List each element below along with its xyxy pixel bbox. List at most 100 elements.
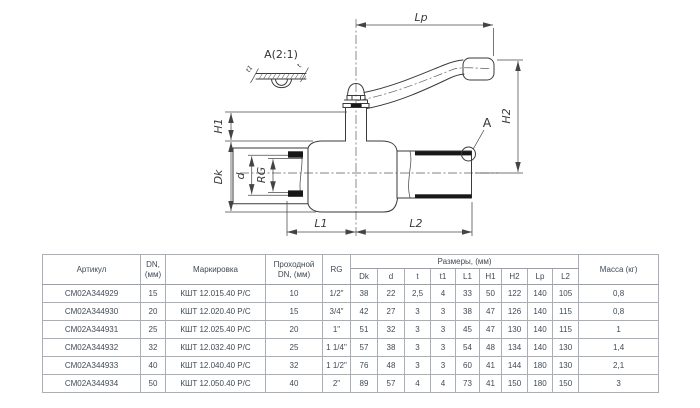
table-cell: 126 — [501, 302, 528, 321]
table-cell: 3 — [404, 302, 431, 321]
col-header-size-t1: t1 — [430, 268, 456, 285]
table-cell: 3 — [404, 338, 431, 357]
table-cell: 144 — [501, 356, 528, 375]
table-cell: 1/2" — [322, 284, 351, 303]
table-cell: CM02A344933 — [42, 356, 141, 375]
table-cell: 38 — [350, 284, 378, 303]
table-cell: 54 — [455, 338, 480, 357]
label-l2: L2 — [409, 217, 422, 230]
table-cell: 51 — [350, 320, 378, 339]
col-header-size-d: d — [377, 268, 405, 285]
spec-table-wrap: Артикул DN, (мм) Маркировка Проходной DN… — [42, 254, 660, 393]
table-cell: 25 — [265, 338, 323, 357]
table-cell: 38 — [455, 302, 480, 321]
detail-a-section: A(2:1) t1 t — [244, 48, 309, 89]
table-cell: 3/4" — [322, 302, 351, 321]
table-cell: 2,1 — [578, 356, 660, 375]
table-cell: 42 — [350, 302, 378, 321]
table-cell: КШТ 12.032.40 Р/С — [165, 338, 266, 357]
table-cell: 3 — [404, 320, 431, 339]
table-cell: 1,4 — [578, 338, 660, 357]
col-header-razmery: Размеры, (мм) — [349, 254, 580, 269]
table-cell: CM02A344934 — [42, 374, 141, 393]
table-cell: 130 — [551, 338, 580, 357]
table-cell: 115 — [551, 320, 580, 339]
table-cell: 1 1/4" — [322, 338, 351, 357]
handle-grip — [462, 57, 495, 81]
table-cell: CM02A344932 — [42, 338, 141, 357]
table-cell: 4 — [404, 374, 431, 393]
table-cell: 140 — [527, 284, 553, 303]
label-l1: L1 — [314, 217, 327, 230]
table-cell: 41 — [479, 356, 502, 375]
table-cell: КШТ 12.050.40 Р/С — [165, 374, 266, 393]
table-cell: 22 — [377, 284, 405, 303]
table-cell: 57 — [350, 338, 378, 357]
table-cell: КШТ 12.040.40 Р/С — [165, 356, 266, 375]
table-cell: 3 — [430, 338, 456, 357]
table-cell: 3 — [578, 374, 660, 393]
table-cell: 41 — [479, 374, 502, 393]
label-h2: H2 — [500, 108, 513, 123]
table-cell: КШТ 12.020.40 Р/С — [165, 302, 266, 321]
table-cell: 50 — [479, 284, 502, 303]
table-cell: CM02A344931 — [42, 320, 141, 339]
table-cell: 57 — [377, 374, 405, 393]
table-cell: 3 — [430, 356, 456, 375]
table-cell: 32 — [265, 356, 323, 375]
table-cell: 1 — [578, 320, 660, 339]
detail-callout-circle — [461, 146, 476, 162]
label-lp: Lp — [414, 11, 427, 24]
valve-drawing: Lp H2 H1 Dk d RG L1 L2 A A(2:1) t1 t — [212, 11, 523, 238]
table-cell: 122 — [501, 284, 528, 303]
table-cell: 32 — [140, 338, 166, 357]
col-header-markirovka: Маркировка — [165, 254, 266, 285]
table-cell: 50 — [140, 374, 166, 393]
table-cell: 33 — [455, 284, 480, 303]
table-cell: 60 — [455, 356, 480, 375]
table-cell: 40 — [265, 374, 323, 393]
table-cell: 20 — [140, 302, 166, 321]
table-cell: 47 — [479, 320, 502, 339]
table-cell: 1 1/2" — [322, 356, 351, 375]
label-d: d — [234, 171, 247, 179]
col-header-size-l1: L1 — [455, 268, 480, 285]
table-cell: КШТ 12.025.40 Р/С — [165, 320, 266, 339]
table-cell: 130 — [551, 356, 580, 375]
table-cell: 10 — [265, 284, 323, 303]
col-header-massa-text: Масса (кг) — [599, 264, 638, 274]
col-header-size-h1: H1 — [479, 268, 502, 285]
dimensions: Lp H2 H1 Dk d RG L1 L2 A — [212, 11, 523, 236]
label-rg: RG — [255, 167, 268, 183]
col-header-size-l2: L2 — [551, 268, 580, 285]
table-cell: 73 — [455, 374, 480, 393]
table-cell: КШТ 12.015.40 Р/С — [165, 284, 266, 303]
label-t: t — [295, 62, 303, 69]
table-cell: 1" — [322, 320, 351, 339]
table-cell: 130 — [501, 320, 528, 339]
table-cell: 20 — [265, 320, 323, 339]
table-cell: 3 — [430, 302, 456, 321]
table-cell: 0,8 — [578, 302, 660, 321]
table-cell: 140 — [527, 338, 553, 357]
col-header-rg: RG — [322, 254, 351, 285]
table-cell: 115 — [551, 302, 580, 321]
table-cell: CM02A344930 — [42, 302, 141, 321]
centerlines — [240, 19, 498, 238]
table-cell: 134 — [501, 338, 528, 357]
col-header-artikul: Артикул — [42, 254, 141, 285]
table-cell: 48 — [479, 338, 502, 357]
table-cell: 47 — [479, 302, 502, 321]
label-h1: H1 — [212, 118, 225, 133]
table-cell: 3 — [404, 356, 431, 375]
table-cell: 140 — [527, 320, 553, 339]
table-cell: 2" — [322, 374, 351, 393]
table-cell: 180 — [527, 356, 553, 375]
label-a-view: A — [483, 115, 492, 130]
table-cell: 3 — [430, 320, 456, 339]
table-cell: 48 — [377, 356, 405, 375]
